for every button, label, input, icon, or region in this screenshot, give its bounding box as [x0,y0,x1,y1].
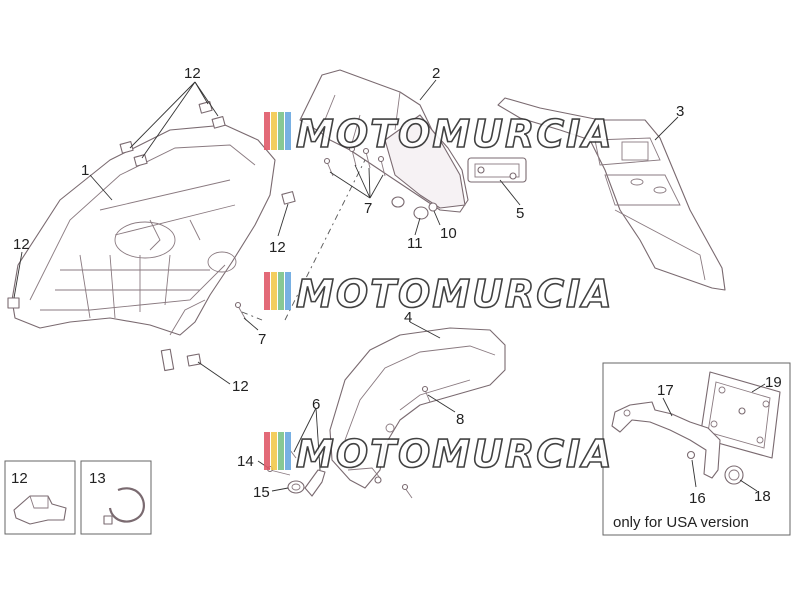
clamp-screw-drawing [103,515,113,525]
inset-13-frame [80,460,152,535]
callout-labels: 12 1 12 12 7 12 2 3 5 7 10 11 4 8 6 14 1… [13,65,684,501]
part-4-rear-hugger [329,327,506,489]
watermark-text-middle: MOTOMURCIA [296,272,614,316]
part-1-rear-undertray [11,124,276,336]
inset-part-13: 13 [80,460,152,535]
callout-12-bottom: 12 [232,378,249,395]
callout-8: 8 [456,411,464,428]
callout-15: 15 [253,484,270,501]
part-12-clips [7,101,296,372]
callout-4: 4 [404,309,412,326]
clip-nut-drawing [13,495,67,525]
callout-3: 3 [676,103,684,120]
inset-12-label: 12 [11,470,28,487]
part-3-plate-holder [497,97,726,291]
callout-16: 16 [689,490,706,507]
inset-part-12: 12 [4,460,76,535]
callout-7-lower: 7 [258,331,266,348]
part-2-fender-bracket [299,69,527,213]
callout-18: 18 [754,488,771,505]
callout-12-middle: 12 [269,239,286,256]
usa-version-inset: 17 19 16 18 only for USA version [602,362,791,536]
inset-13-label: 13 [89,470,106,487]
usa-version-note: only for USA version [613,514,749,531]
watermark-bottom: MOTOMURCIA [264,431,614,477]
leader-lines [13,79,679,492]
callout-1: 1 [81,162,89,179]
callout-6: 6 [312,396,320,413]
callout-12-top: 12 [184,65,201,82]
hugger-bottom-screw [401,483,413,499]
watermark-text-top: MOTOMURCIA [296,112,614,156]
callout-7-upper: 7 [364,200,372,217]
watermark-text-bottom: MOTOMURCIA [296,432,614,476]
callout-5: 5 [516,205,524,222]
part-7-screws-upper [323,145,386,177]
part-10-11-nuts [391,196,438,220]
hose-clamp-drawing [108,487,145,523]
watermark-middle: MOTOMURCIA [264,271,614,317]
watermark-top: MOTOMURCIA [264,111,614,157]
part-15-grommet [287,480,305,494]
callout-14: 14 [237,453,254,470]
part-7-screws-lower [234,301,247,321]
callout-2: 2 [432,65,440,82]
callout-17: 17 [657,382,674,399]
callout-12-left: 12 [13,236,30,253]
callout-19: 19 [765,374,782,391]
part-8-screw [421,385,431,403]
callout-10: 10 [440,225,457,242]
callout-11: 11 [407,235,423,252]
